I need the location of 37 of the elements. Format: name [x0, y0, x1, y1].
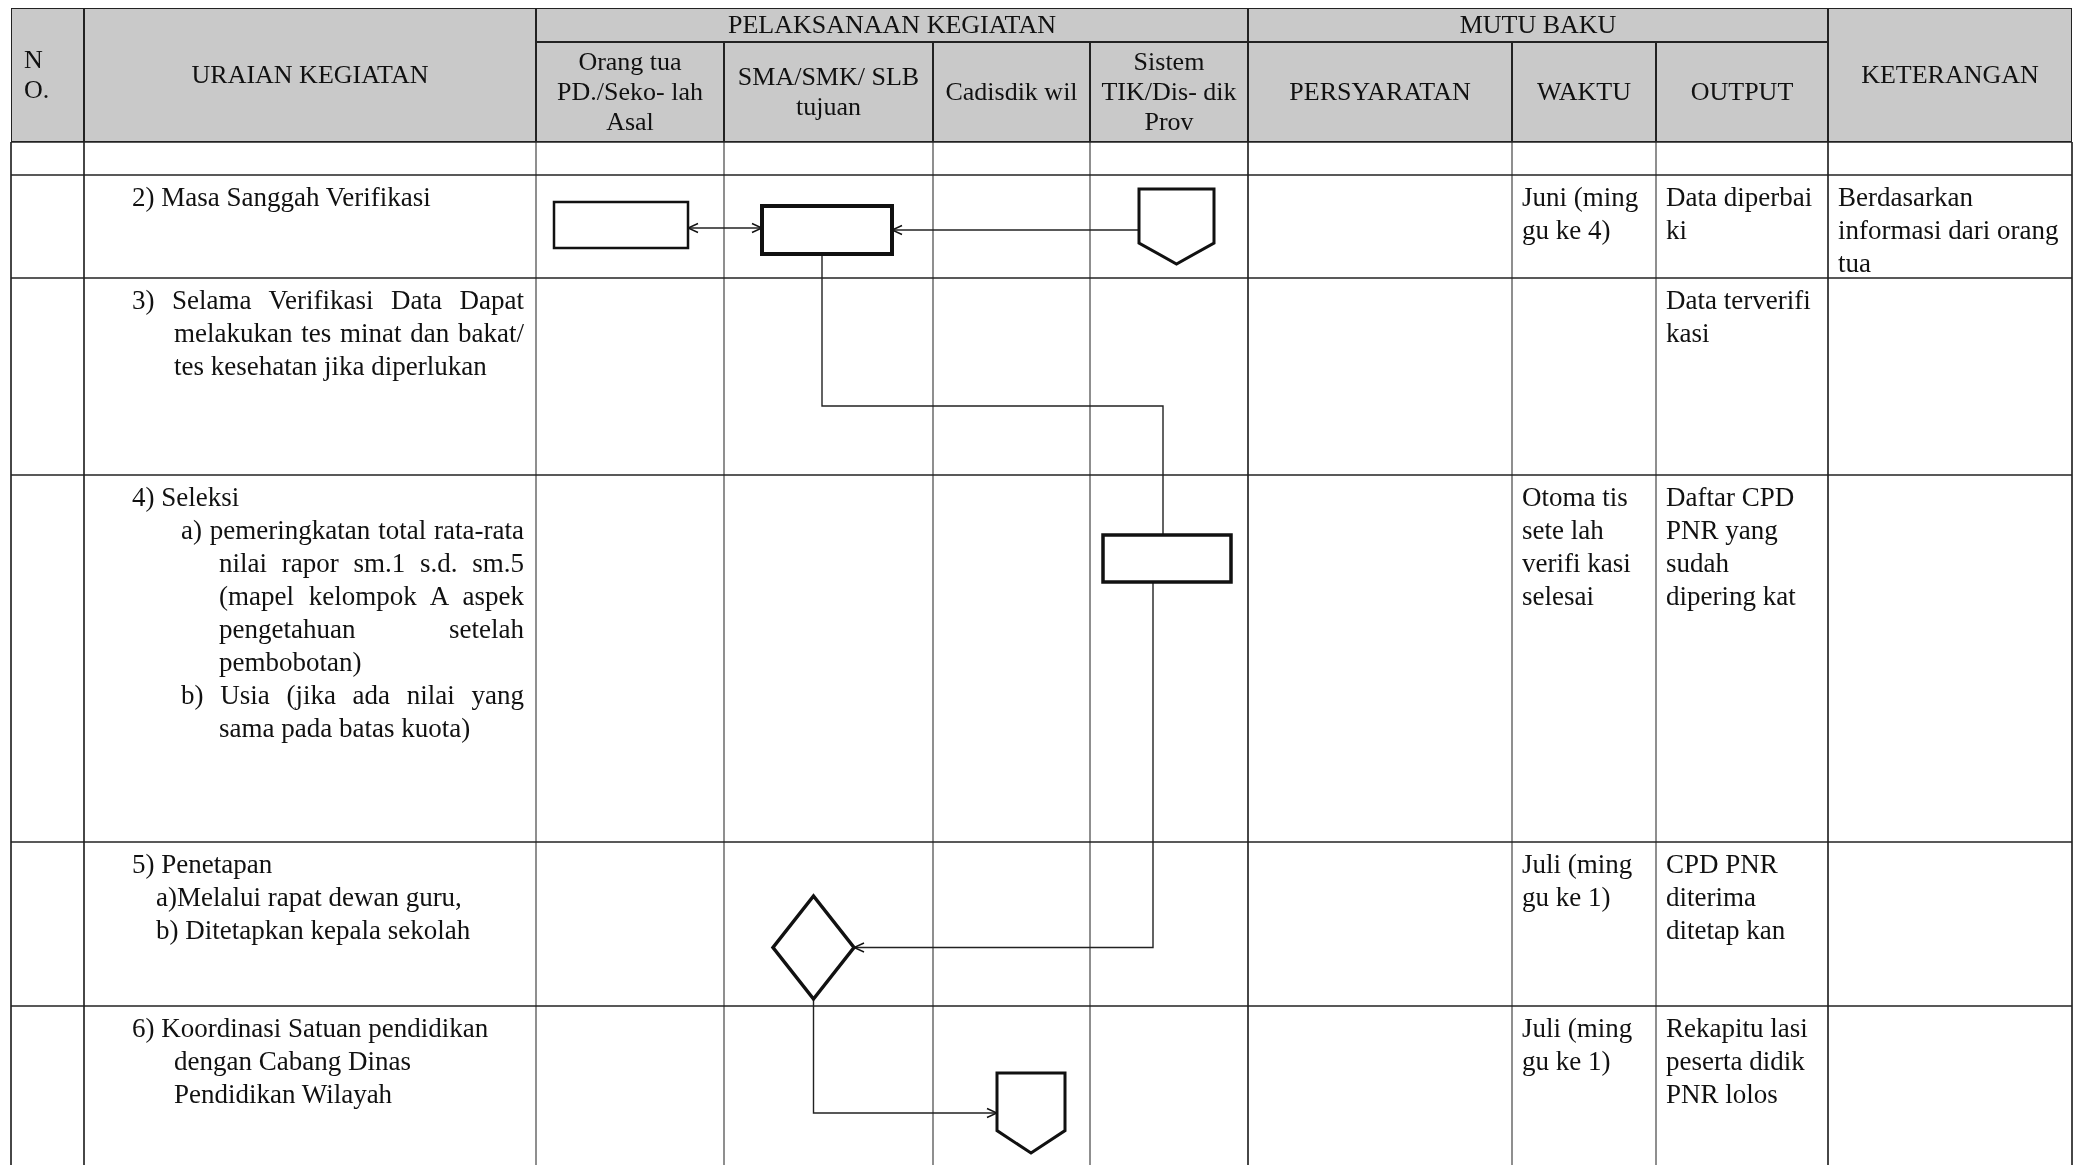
output-text: Data diperbai ki — [1666, 181, 1814, 247]
output-text: Rekapitu lasi peserta didik PNR lolos — [1666, 1012, 1809, 1111]
process-box — [554, 202, 688, 248]
group-header: PELAKSANAAN KEGIATAN — [536, 8, 1248, 42]
decision-diamond — [773, 896, 854, 999]
output-text: CPD PNR diterima ditetap kan — [1666, 848, 1787, 947]
column-header: SMA/SMK/ SLB tujuan — [724, 42, 933, 142]
activity-subitem-text: a)Melalui rapat dewan guru, — [155, 881, 463, 914]
column-header: WAKTU — [1512, 42, 1656, 142]
activity-text: 3) Selama Verifikasi Data Dapat melakukan tes minat dan bakat/ tes kesehatan jika diperlukan — [131, 284, 524, 383]
process-box — [762, 206, 892, 254]
activity-subitem-text: b) Ditetapkan kepala sekolah — [155, 914, 472, 947]
output-text: Data terverifi kasi — [1666, 284, 1812, 350]
output-text: Daftar CPD PNR yang sudah dipering kat — [1666, 481, 1797, 613]
column-header: Orang tua PD./Seko- lah Asal — [536, 42, 724, 142]
time-text: Otoma tis sete lah verifi kasi selesai — [1522, 481, 1632, 613]
column-header: KETERANGAN — [1828, 8, 2072, 142]
activity-text: 5) Penetapan — [131, 848, 274, 881]
process-box — [1103, 535, 1231, 582]
activity-subitem-text: b) Usia (jika ada nilai yang sama pada batas kuota) — [180, 679, 524, 745]
activity-subitem-text: a) pemeringkatan total rata-rata nilai rapor sm.1 s.d. sm.5 (mapel kelompok A aspek pengetahuan setelah pembobotan) — [180, 514, 524, 679]
offpage-connector — [1139, 189, 1214, 264]
note-text: Berdasarkan informasi dari orang tua — [1838, 181, 2060, 280]
time-text: Juni (ming gu ke 4) — [1522, 181, 1640, 247]
column-header: Sistem TIK/Dis- dik Prov — [1090, 42, 1248, 142]
column-header: OUTPUT — [1656, 42, 1828, 142]
activity-text: 2) Masa Sanggah Verifikasi — [131, 181, 432, 214]
column-header: URAIAN KEGIATAN — [84, 8, 536, 142]
activity-text: 6) Koordinasi Satuan pendidikan dengan Cabang Dinas Pendidikan Wilayah — [131, 1012, 490, 1111]
activity-text: 4) Seleksi — [131, 481, 241, 514]
offpage-connector — [997, 1073, 1065, 1153]
group-header: MUTU BAKU — [1248, 8, 1828, 42]
column-header: Cadisdik wil — [933, 42, 1090, 142]
column-header: N O. — [11, 8, 84, 142]
time-text: Juli (ming gu ke 1) — [1522, 1012, 1634, 1078]
column-header: PERSYARATAN — [1248, 42, 1512, 142]
time-text: Juli (ming gu ke 1) — [1522, 848, 1634, 914]
